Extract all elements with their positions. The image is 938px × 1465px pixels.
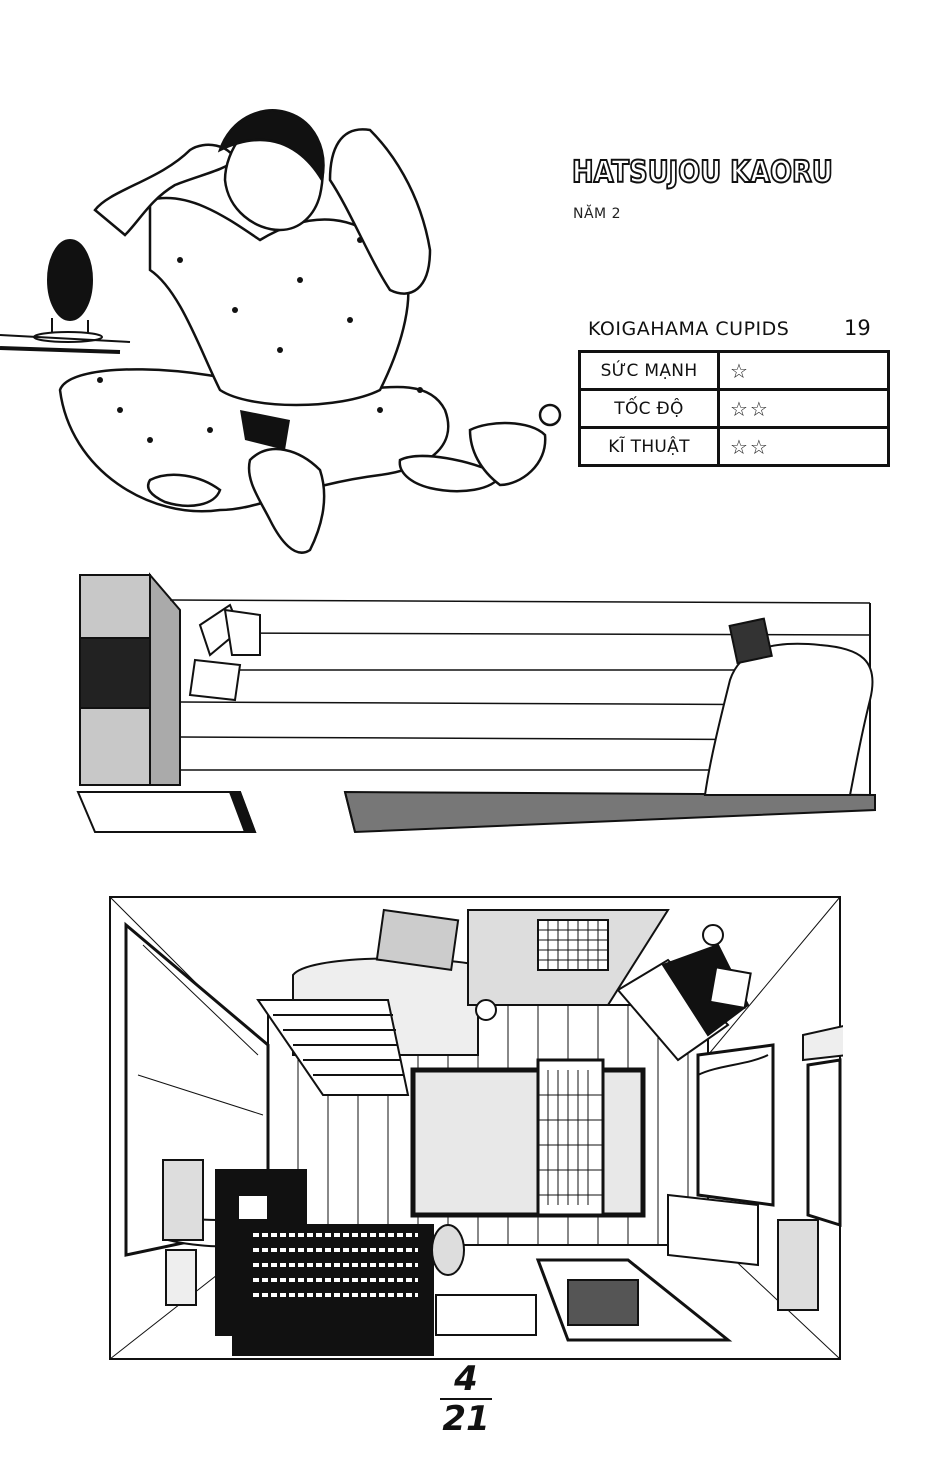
stat-row-strength: SỨC MẠNH ☆ (578, 350, 890, 391)
school-year: NĂM 2 (573, 206, 621, 222)
jersey-number: 19 (844, 316, 871, 340)
page-number-divider (440, 1398, 492, 1400)
team-name: KOIGAHAMA CUPIDS (588, 318, 790, 340)
page-number-current: 4 (454, 1359, 478, 1399)
page-number: 4 21 (436, 1362, 496, 1436)
star-rating-icon: ☆ (717, 350, 890, 391)
bed-illustration (76, 572, 876, 834)
stat-row-speed: TỐC ĐỘ ☆☆ (578, 388, 890, 429)
page-number-total: 21 (442, 1399, 490, 1439)
character-illustration (0, 109, 562, 554)
star-rating-icon: ☆☆ (717, 426, 890, 467)
stat-label: TỐC ĐỘ (578, 388, 720, 429)
stats-table: SỨC MẠNH ☆ TỐC ĐỘ ☆☆ KĨ THUẬT ☆☆ (578, 350, 890, 467)
character-name: HATSUJOU KAORU (571, 155, 834, 190)
room-illustration (109, 896, 843, 1360)
stat-label: KĨ THUẬT (578, 426, 720, 467)
stat-label: SỨC MẠNH (578, 350, 720, 391)
stat-row-technique: KĨ THUẬT ☆☆ (578, 426, 890, 467)
star-rating-icon: ☆☆ (717, 388, 890, 429)
mirror-icon (0, 239, 131, 354)
